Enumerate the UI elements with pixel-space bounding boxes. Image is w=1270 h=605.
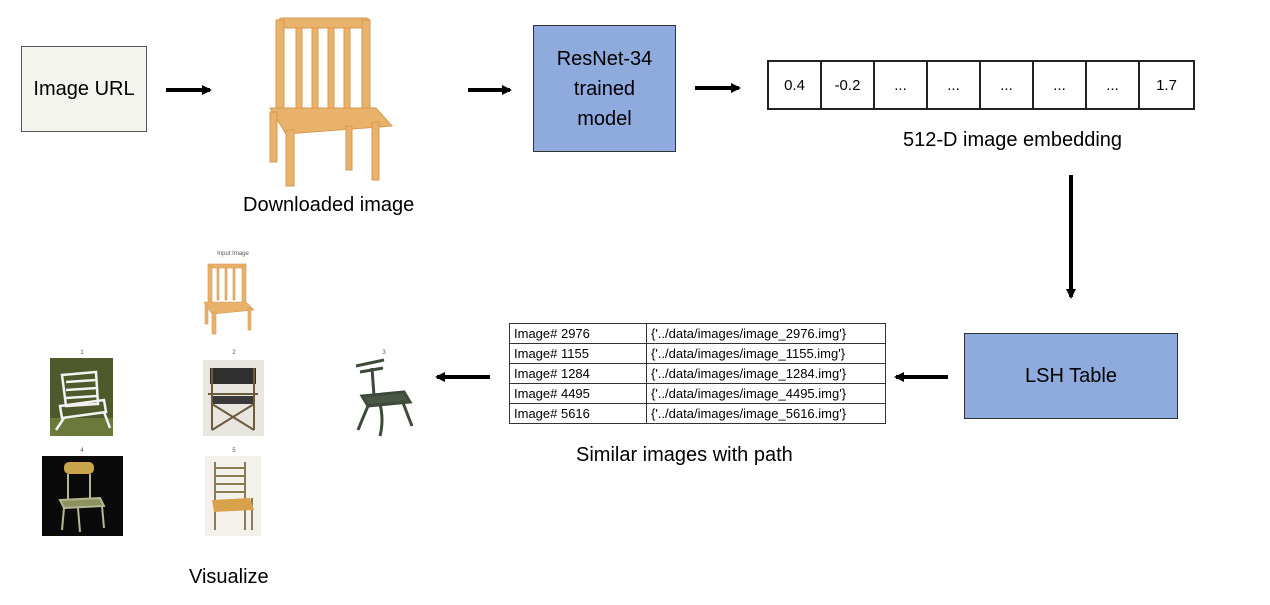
result-chair-2 <box>203 360 264 436</box>
embedding-cell: 1.7 <box>1156 76 1177 94</box>
embedding-cell: ... <box>981 62 1034 108</box>
image-id-cell: Image# 5616 <box>509 403 647 424</box>
lsh-table-node: LSH Table <box>964 333 1178 419</box>
embedding-cell: ... <box>928 62 981 108</box>
result-label-3: 3 <box>382 350 386 356</box>
result-chair-5 <box>205 456 261 536</box>
image-path-cell: {'../data/images/image_4495.img'} <box>646 383 886 404</box>
input-image-label: Input Image <box>217 251 249 257</box>
lsh-table-label: LSH Table <box>1025 364 1117 387</box>
image-url-node: Image URL <box>21 46 147 132</box>
table-row: Image# 1284 {'../data/images/image_1284.… <box>509 363 886 384</box>
image-path-cell: {'../data/images/image_5616.img'} <box>646 403 886 424</box>
embedding-cell: -0.2 <box>822 62 875 108</box>
image-url-label: Image URL <box>33 77 135 100</box>
embedding-cell: ... <box>875 62 928 108</box>
table-row: Image# 4495 {'../data/images/image_4495.… <box>509 383 886 404</box>
table-row: Image# 2976 {'../data/images/image_2976.… <box>509 323 886 344</box>
resnet-line-3: model <box>577 107 632 130</box>
downloaded-chair-image <box>269 17 394 187</box>
embedding-vector: 0.4 -0.2 ... ... ... ... ... 1.7 <box>767 60 1195 110</box>
embedding-cell: 0.4 <box>769 62 822 108</box>
result-chair-4 <box>42 456 123 536</box>
result-label-5: 5 <box>232 448 236 454</box>
image-id-cell: Image# 4495 <box>509 383 647 404</box>
resnet-line-1: ResNet-34 <box>556 47 653 70</box>
table-row: Image# 5616 {'../data/images/image_5616.… <box>509 403 886 424</box>
embedding-cell: ... <box>1034 62 1087 108</box>
image-path-cell: {'../data/images/image_1284.img'} <box>646 363 886 384</box>
result-label-1: 1 <box>80 350 84 356</box>
result-chair-1 <box>50 358 113 436</box>
result-label-4: 4 <box>80 448 84 454</box>
visualize-caption: Visualize <box>189 566 269 588</box>
image-path-cell: {'../data/images/image_2976.img'} <box>646 323 886 344</box>
result-label-2: 2 <box>232 350 236 356</box>
downloaded-image-caption: Downloaded image <box>243 194 415 216</box>
embedding-cell: ... <box>1087 62 1140 108</box>
image-id-cell: Image# 1284 <box>509 363 647 384</box>
input-chair-thumbnail <box>203 263 255 335</box>
table-row: Image# 1155 {'../data/images/image_1155.… <box>509 343 886 364</box>
result-chair-3 <box>355 358 414 437</box>
resnet-model-node: ResNet-34 trained model <box>533 25 676 152</box>
resnet-line-2: trained <box>573 77 636 100</box>
embedding-caption: 512-D image embedding <box>903 129 1123 151</box>
image-path-cell: {'../data/images/image_1155.img'} <box>646 343 886 364</box>
image-id-cell: Image# 1155 <box>509 343 647 364</box>
similar-images-caption: Similar images with path <box>576 444 793 466</box>
similar-images-table: Image# 2976 {'../data/images/image_2976.… <box>509 323 886 424</box>
image-id-cell: Image# 2976 <box>509 323 647 344</box>
